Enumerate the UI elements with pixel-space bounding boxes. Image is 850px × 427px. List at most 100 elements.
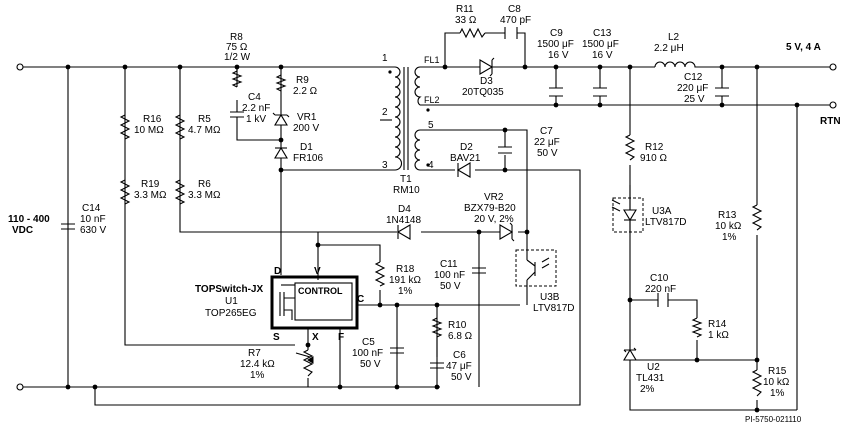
components-r11-ref-label: R11 [456, 4, 474, 15]
t1-fl1: FL1 [424, 55, 440, 65]
components-c11-ref-label: C11 [440, 259, 458, 270]
components-vr2-ref-label: VR2 [484, 192, 504, 203]
components-r8-ref-label: R8 [230, 32, 243, 43]
components-d4-v1-label: 1N4148 [386, 215, 421, 226]
components-d1-ref-label: D1 [300, 142, 313, 153]
components-u3a-ref-label: U3A [652, 206, 672, 217]
u1-control-box [294, 282, 353, 321]
components-c8-v1-label: 470 pF [500, 15, 531, 26]
components-c13-ref-label: C13 [593, 28, 612, 39]
components-c5-v1-label: 100 nF [352, 348, 383, 359]
components-r12-ref-label: R12 [645, 142, 664, 153]
optocoupler-transistor-box [515, 249, 557, 287]
diode-symbols [272, 57, 637, 361]
t1-pin-1: 1 [382, 53, 388, 64]
components-d4-ref-label: D4 [398, 204, 411, 215]
components-r14-ref-label: R14 [708, 319, 727, 330]
t1-pin-3: 3 [382, 160, 388, 171]
components-d1-v1-label: FR106 [293, 153, 323, 164]
ic-family: TOPSwitch-JX [195, 284, 263, 295]
components-r5-ref-label: R5 [198, 114, 211, 125]
components-r10-ref-label: R10 [448, 320, 467, 331]
components-c4-v1-label: 2.2 nF [242, 103, 270, 114]
components-c12-v2-label: 25 V [684, 94, 705, 105]
components-r8-v1-label: 75 Ω [226, 42, 248, 53]
components-c7-ref-label: C7 [540, 126, 553, 137]
components-r7-ref-label: R7 [248, 348, 261, 359]
components-vr2-v1-label: BZX79-B20 [464, 203, 516, 214]
components-r9-v1-label: 2.2 Ω [293, 86, 318, 97]
inductor-l2-symbol [654, 61, 700, 68]
wires [22, 32, 830, 411]
components-r19-ref-label: R19 [141, 179, 160, 190]
return-label: RTN [820, 116, 841, 127]
pin-s: S [273, 332, 280, 343]
t1-pin-2: 2 [382, 107, 388, 118]
transformer-t1-symbol [380, 66, 430, 171]
components-r16-v1-label: 10 MΩ [134, 125, 164, 136]
components-l2-ref-label: L2 [668, 32, 680, 43]
components-r5-v1-label: 4.7 MΩ [188, 125, 221, 136]
components-d3-v1-label: 20TQ035 [462, 87, 504, 98]
components-c10-ref-label: C10 [650, 273, 669, 284]
components-c12-v1-label: 220 μF [677, 83, 708, 94]
drawing-number: PI-5750-021110 [745, 415, 802, 424]
ic-part: TOP265EG [205, 308, 257, 319]
components-c7-v2-label: 50 V [537, 148, 558, 159]
components-c9-v1-label: 1500 μF [537, 39, 574, 50]
components-r15-ref-label: R15 [768, 366, 787, 377]
components-r7-v1-label: 12.4 kΩ [240, 359, 275, 370]
components-r9-ref-label: R9 [296, 75, 309, 86]
t1-core: RM10 [393, 185, 420, 196]
components-c7-v1-label: 22 μF [534, 137, 560, 148]
components-d2-v1-label: BAV21 [450, 153, 481, 164]
components-r15-v1-label: 10 kΩ [763, 377, 790, 388]
components-vr1-ref-label: VR1 [297, 112, 317, 123]
pin-x: X [312, 332, 319, 343]
optocoupler-transistor-symbol [526, 255, 550, 290]
components-c12-ref-label: C12 [684, 72, 703, 83]
components-r8-v2-label: 1/2 W [224, 52, 251, 63]
components-r10-v1-label: 6.8 Ω [448, 331, 473, 342]
components-r18-v1-label: 191 kΩ [389, 275, 421, 286]
pin-v: V [314, 266, 321, 277]
components-d2-ref-label: D2 [460, 142, 473, 153]
components-c6-v2-label: 50 V [451, 372, 472, 383]
u1-ic-box [270, 275, 359, 330]
components-vr1-v1-label: 200 V [293, 123, 319, 134]
components-c4-v2-label: 1 kV [246, 114, 266, 125]
output-label: 5 V, 4 A [786, 42, 821, 53]
terminal-symbols [16, 63, 837, 391]
components-c11-v2-label: 50 V [440, 281, 461, 292]
components-l2-v1-label: 2.2 μH [654, 43, 684, 54]
components-d3-ref-label: D3 [480, 76, 493, 87]
components-c6-ref-label: C6 [453, 350, 466, 361]
t1-fl2: FL2 [424, 95, 440, 105]
components-c9-ref-label: C9 [550, 28, 563, 39]
u1-mosfet-symbol [279, 292, 295, 320]
components-u2-ref-label: U2 [647, 362, 660, 373]
components-r12-v1-label: 910 Ω [640, 153, 667, 164]
components-r19-v1-label: 3.3 MΩ [134, 190, 167, 201]
components-c13-v1-label: 1500 μF [582, 39, 619, 50]
components-u2-v1-label: TL431 [636, 373, 665, 384]
components-r6-v1-label: 3.3 MΩ [188, 190, 221, 201]
components-u3a-v1-label: LTV817D [645, 217, 687, 228]
components-c13-v2-label: 16 V [592, 50, 613, 61]
components-c10-v1-label: 220 nF [645, 284, 676, 295]
pin-c: C [357, 294, 364, 305]
pin-f: F [338, 332, 344, 343]
components-r15-v2-label: 1% [770, 388, 785, 399]
components-r13-ref-label: R13 [718, 210, 737, 221]
components-vr2-v2-label: 20 V, 2% [474, 214, 514, 225]
components-c14-ref-label: C14 [82, 203, 101, 214]
labels: TOPSwitch-JX U1 TOP265EG CONTROL D V C S… [80, 4, 802, 424]
pin-d: D [274, 266, 281, 277]
components-r18-v2-label: 1% [398, 286, 413, 297]
components-c5-v2-label: 50 V [360, 359, 381, 370]
t1-ref: T1 [400, 174, 412, 185]
input-unit-label: VDC [12, 225, 33, 236]
input-voltage-label: 110 - 400 [8, 214, 50, 225]
